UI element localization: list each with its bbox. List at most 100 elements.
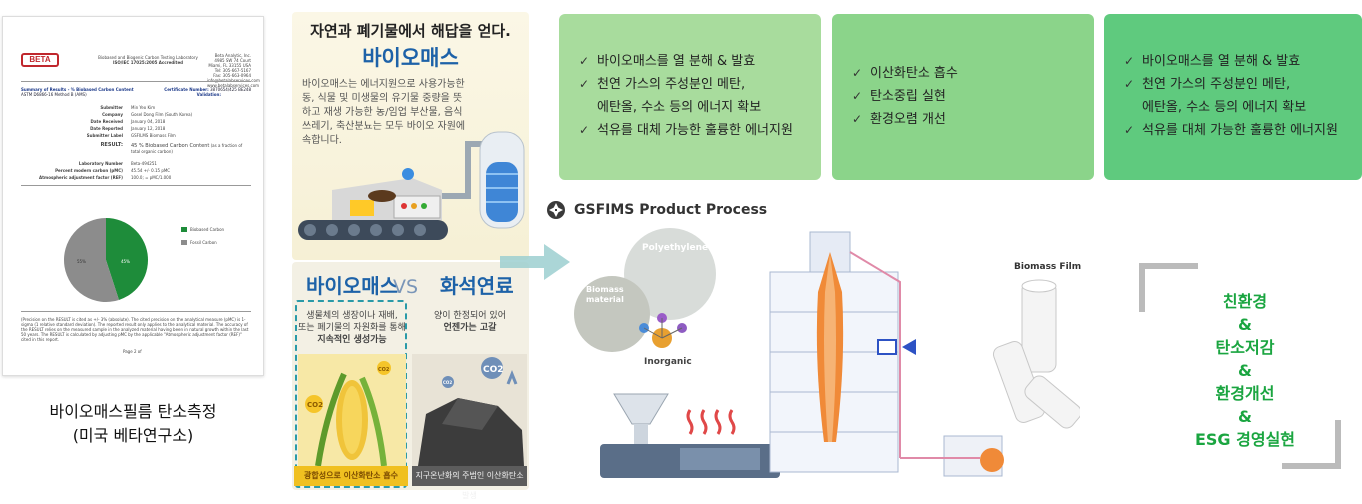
co2-label: CO2 xyxy=(483,365,504,375)
addr-line: Fax: 305-663-0964 xyxy=(213,73,251,78)
caption-line1: 바이오매스필름 탄소측정 xyxy=(49,402,217,421)
process-title: GSFIMS Product Process xyxy=(546,200,767,220)
bracket-top-left xyxy=(1139,263,1198,312)
cert-head-line1: Biobased and Biogenic Carbon Testing Lab… xyxy=(98,55,198,60)
pipe xyxy=(442,141,488,199)
corn-kernels xyxy=(342,386,362,454)
alarm-light-icon xyxy=(402,168,414,180)
conveyor-roller xyxy=(326,224,338,236)
benefit-text: 바이오매스를 열 분해 & 발효 xyxy=(1142,54,1301,69)
biomass-dashed-box xyxy=(295,300,407,488)
validation-label: Validation: xyxy=(196,92,221,97)
arrow-up-icon xyxy=(506,369,518,385)
heat-wave-icon xyxy=(700,409,708,435)
beta-logo: BETA xyxy=(21,53,59,67)
benefit-list: ✓바이오매스를 열 분해 & 발효 ✓천연 가스의 주성분인 메탄, 에탄올, … xyxy=(579,50,821,142)
slogan: 친환경 & 탄소저감 & 환경개선 & ESG 경영실현 xyxy=(1170,290,1320,451)
cert-number: Certificate Number: 3870654/425 BE248 xyxy=(164,87,251,92)
addr-line: info@betalabservices.com xyxy=(207,78,260,83)
corn-illustration: CO2 CO2 xyxy=(298,354,406,466)
pie-label-fossil: 55% xyxy=(77,259,86,264)
caption-line2: (미국 베타연구소) xyxy=(72,426,194,445)
aperture-icon xyxy=(547,201,565,219)
heat-wave-icon xyxy=(686,409,694,435)
row-key: Laboratory Number xyxy=(78,161,123,166)
check-icon: ✓ xyxy=(852,66,863,80)
row-value: Min Yeo Kim xyxy=(131,105,156,110)
desc-line: 또는 폐기물의 자원화를 통해 xyxy=(298,323,406,333)
hopper-neck xyxy=(634,424,648,444)
row-value: January 04, 2018 xyxy=(131,119,166,124)
pie-slice-fossil xyxy=(63,218,119,302)
summary-title: Summary of Results - % Biobased Carbon C… xyxy=(21,87,134,92)
control-panel xyxy=(877,339,897,355)
bracket-bottom-right xyxy=(1282,420,1341,469)
film-bubble-highlight xyxy=(824,254,836,442)
slogan-line: & xyxy=(1238,407,1252,426)
cert-summary: Summary of Results - % Biobased Carbon C… xyxy=(21,87,251,97)
benefit-text: 에탄올, 수소 등의 에너지 확보 xyxy=(1142,100,1307,115)
row-key: Atmospheric adjustment factor (REF) xyxy=(39,175,123,180)
carbon-pie-chart: 45% 55% xyxy=(63,218,148,302)
cert-row: Atmospheric adjustment factor (REF)100.0… xyxy=(21,175,251,180)
legend-item: Biobased Carbon xyxy=(181,227,224,232)
check-icon: ✓ xyxy=(1124,123,1135,137)
cert-row: RESULT: 45 % Biobased Carbon Content (as… xyxy=(21,142,251,155)
benefit-text: 에탄올, 수소 등의 에너지 확보 xyxy=(597,100,762,115)
benefit-text: 천연 가스의 주성분인 메탄, xyxy=(1142,77,1291,92)
cert-number-value: 3870654/425 BE248 xyxy=(210,87,251,92)
benefit-item: ✓천연 가스의 주성분인 메탄, xyxy=(1124,73,1362,96)
cert-row: Date Received January 04, 2018 xyxy=(21,119,251,124)
standard: ASTM D6866-16 Method B (AMS) xyxy=(21,92,87,97)
cert-head-line2: ISO/IEC 17025:2005 Accredited xyxy=(112,60,184,65)
legend-item: Fossil Carbon xyxy=(181,240,224,245)
fossil-tag: 지구온난화의 주범인 이산화탄소 발생 xyxy=(412,466,527,500)
row-key: Date Received xyxy=(90,119,123,124)
benefit-text: 이산화탄소 흡수 xyxy=(870,66,958,81)
row-key: Submitter Label xyxy=(86,133,123,138)
winder-roll xyxy=(980,448,1004,472)
benefit-box-carbon: ✓이산화탄소 흡수 ✓탄소중립 실현 ✓환경오렴 개선 xyxy=(832,14,1094,180)
biomass-pile xyxy=(368,190,396,202)
co2-label: CO2 xyxy=(307,401,323,409)
film-roll-top xyxy=(1021,279,1057,293)
slogan-line: ESG 경영실현 xyxy=(1194,430,1296,449)
benefit-item: ✓바이오매스를 열 분해 & 발효 xyxy=(1124,50,1362,73)
heat-wave-icon xyxy=(714,409,722,435)
certificate-header: Biobased and Biogenic Carbon Testing Lab… xyxy=(93,55,203,65)
conveyor-roller xyxy=(370,224,382,236)
benefit-item: ✓ 이산화탄소 흡수 xyxy=(852,62,1094,85)
benefit-text: 환경오렴 개선 xyxy=(870,112,946,127)
film-roll-icon xyxy=(992,341,1046,423)
result-label: RESULT: xyxy=(100,142,123,148)
slogan-line: & xyxy=(1238,361,1252,380)
legend-swatch-bio xyxy=(181,227,187,232)
machine-led xyxy=(401,203,407,209)
check-icon: ✓ xyxy=(852,89,863,103)
row-key: Submitter xyxy=(100,105,123,110)
benefit-item: ✓천연 가스의 주성분인 메탄, xyxy=(579,73,821,96)
benefit-item: 에탄올, 수소 등의 에너지 확보 xyxy=(1124,96,1362,119)
polyethylene-pellets xyxy=(624,228,716,320)
check-icon: ✓ xyxy=(579,123,590,137)
co2-bubble xyxy=(442,376,454,388)
result-note: (as a fraction of total organic carbon) xyxy=(131,143,243,154)
co2-label: CO2 xyxy=(443,380,452,385)
polyethylene-label: Polyethylene xyxy=(642,243,708,253)
conveyor-roller xyxy=(414,224,426,236)
legend-label: Fossil Carbon xyxy=(190,240,217,245)
arrow-right-icon xyxy=(500,244,570,280)
benefit-item: ✓석유를 대체 가능한 훌륭한 에너지원 xyxy=(579,119,821,142)
cert-number-label: Certificate Number: xyxy=(164,87,209,92)
benefit-text: 석유를 대체 가능한 훌륭한 에너지원 xyxy=(1142,123,1338,138)
process-illustration: Polyethylene Biomass material Inorganic xyxy=(574,228,1080,478)
result-value-text: 45 % Biobased Carbon Content xyxy=(131,143,210,149)
coal-rock-icon xyxy=(418,398,524,466)
biomass-headline: 자연과 폐기물에서 해답을 얻다. xyxy=(310,22,511,40)
biomass-machine-illustration xyxy=(298,131,525,240)
molecule-bond xyxy=(643,327,663,339)
desc-line: 양이 한정되어 있어 xyxy=(434,311,506,321)
pointer-arrow-icon xyxy=(902,339,916,355)
divider xyxy=(21,311,251,312)
